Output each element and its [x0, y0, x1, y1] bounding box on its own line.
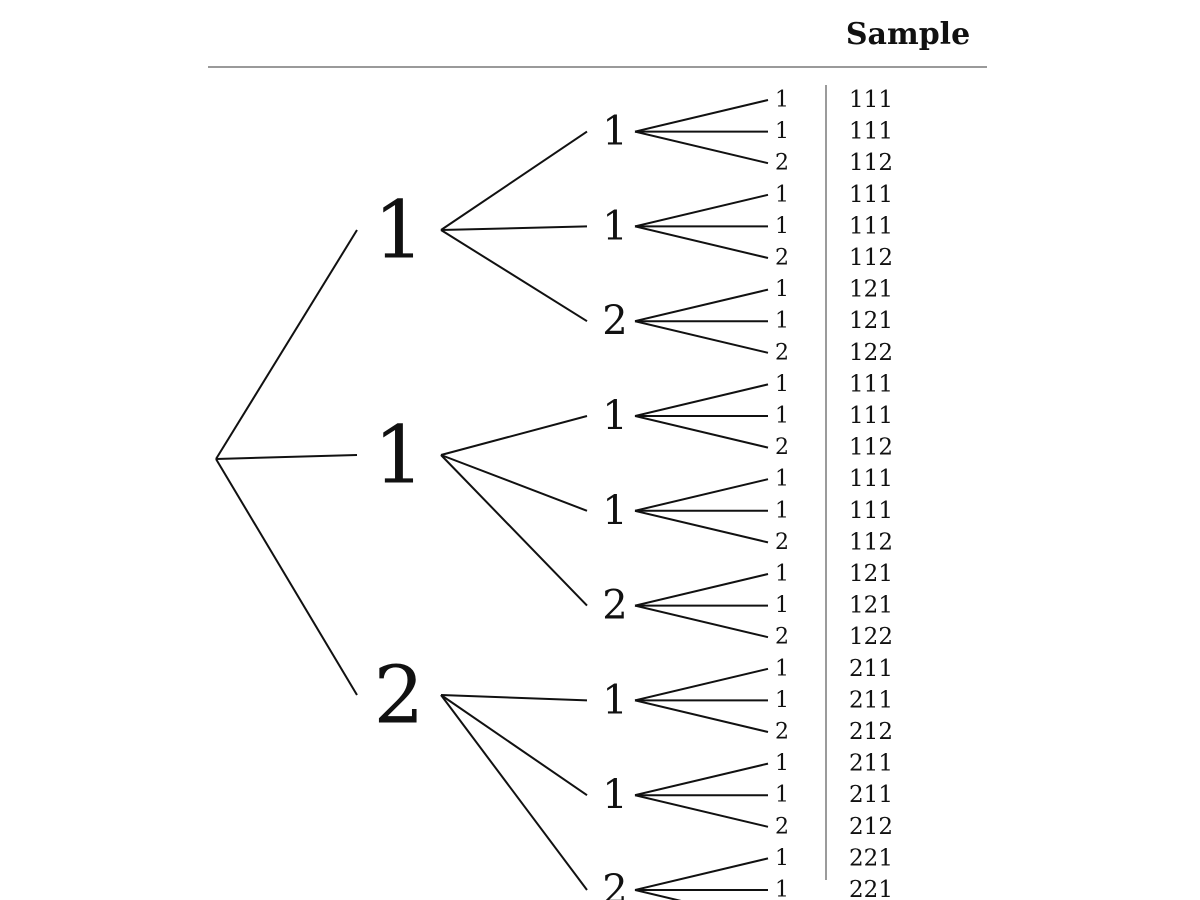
edge-level1-to-level2: [440, 694, 588, 891]
edge-level1-to-level2: [440, 415, 588, 456]
edge-level2-to-level3: [634, 889, 682, 900]
level1-node: 2: [374, 649, 425, 742]
sample-value: 121: [849, 308, 893, 334]
edge-level2-to-level3: [634, 857, 769, 891]
edge-level2-to-level3: [634, 320, 769, 354]
edge-level1-to-level2: [440, 694, 588, 702]
sample-value: 111: [849, 182, 893, 208]
edge-level1-to-level2: [440, 229, 588, 323]
sample-value: 122: [849, 340, 893, 366]
edge-level2-to-level3: [634, 699, 769, 733]
level3-node: 2: [775, 814, 789, 839]
edge-level2-to-level3: [634, 415, 769, 449]
sample-value: 111: [849, 213, 893, 239]
tree-nodes: 111121112211211112111221122111211122112: [374, 88, 789, 900]
edge-root-to-level1: [215, 229, 358, 460]
level2-node: 1: [602, 772, 627, 818]
edge-level2-to-level3: [634, 130, 769, 165]
level2-node: 1: [602, 203, 627, 249]
edge-level1-to-level2: [440, 454, 588, 607]
tree-edges: [215, 99, 769, 900]
edge-level2-to-level3: [634, 794, 769, 828]
sample-value: 112: [849, 435, 893, 461]
sample-column-header: Sample: [846, 17, 970, 52]
sample-value: 121: [849, 277, 893, 303]
level2-node: 1: [602, 488, 627, 534]
edge-level1-to-level2: [440, 694, 588, 797]
level2-node: 1: [602, 677, 627, 723]
level3-node: 1: [775, 846, 789, 871]
sample-value: 112: [849, 150, 893, 176]
level3-node: 1: [775, 467, 789, 492]
edge-level2-to-level3: [634, 604, 769, 639]
sample-value: 122: [849, 624, 893, 650]
edge-level2-to-level3: [634, 225, 769, 259]
level2-node: 1: [602, 393, 627, 439]
sample-value: 112: [849, 245, 893, 271]
sample-value: 212: [849, 719, 893, 745]
sample-value: 111: [849, 403, 893, 429]
level1-node: 1: [374, 409, 425, 502]
edge-level1-to-level2: [440, 454, 588, 512]
edge-level1-to-level2: [440, 225, 588, 231]
level3-node: 1: [775, 372, 789, 397]
level3-node: 2: [775, 151, 789, 176]
edge-level2-to-level3: [634, 193, 769, 228]
level1-node: 1: [374, 184, 425, 277]
sample-value: 221: [849, 877, 893, 900]
sample-value: 212: [849, 814, 893, 840]
level2-node: 2: [602, 867, 627, 900]
sample-value: 121: [849, 593, 893, 619]
sample-value: 111: [849, 371, 893, 397]
sample-value: 211: [849, 751, 893, 777]
level2-node: 2: [602, 298, 627, 344]
level3-node: 1: [775, 182, 789, 207]
sample-value: 111: [849, 119, 893, 145]
edge-level2-to-level3: [634, 667, 769, 702]
level3-node: 2: [775, 720, 789, 745]
level3-node: 1: [775, 562, 789, 587]
level3-node: 1: [775, 593, 789, 618]
level3-node: 1: [775, 88, 789, 113]
level3-node: 2: [775, 435, 789, 460]
sample-value: 211: [849, 687, 893, 713]
level2-node: 2: [602, 583, 627, 629]
level3-node: 2: [775, 625, 789, 650]
edge-root-to-level1: [215, 458, 358, 696]
level3-node: 1: [775, 498, 789, 523]
level3-node: 1: [775, 214, 789, 239]
level3-node: 2: [775, 530, 789, 555]
level3-node: 1: [775, 309, 789, 334]
level3-node: 1: [775, 688, 789, 713]
edge-root-to-level1: [215, 454, 358, 460]
level3-node: 1: [775, 119, 789, 144]
level3-node: 1: [775, 751, 789, 776]
level3-node: 1: [775, 277, 789, 302]
sample-value: 211: [849, 782, 893, 808]
level3-node: 2: [775, 340, 789, 365]
level3-node: 1: [775, 878, 789, 900]
level2-node: 1: [602, 109, 627, 155]
edge-level2-to-level3: [634, 762, 769, 797]
sample-value: 221: [849, 845, 893, 871]
edge-level1-to-level2: [440, 130, 588, 231]
edge-level2-to-level3: [634, 99, 769, 133]
sample-value: 112: [849, 529, 893, 555]
sample-value: 111: [849, 466, 893, 492]
sample-value: 111: [849, 87, 893, 113]
sample-value: 111: [849, 498, 893, 524]
sample-value: 211: [849, 656, 893, 682]
level3-node: 2: [775, 246, 789, 271]
sample-column: 111 111 112 111 111 112 121 121 122 111 111 112 111 1…: [849, 87, 893, 900]
edge-level2-to-level3: [634, 383, 769, 417]
level3-node: 1: [775, 404, 789, 429]
edge-level2-to-level3: [634, 478, 769, 512]
edge-level2-to-level3: [634, 288, 769, 323]
sample-value: 121: [849, 561, 893, 587]
level3-node: 1: [775, 656, 789, 681]
edge-level2-to-level3: [634, 509, 769, 544]
edge-level2-to-level3: [634, 573, 769, 607]
level3-node: 1: [775, 783, 789, 808]
